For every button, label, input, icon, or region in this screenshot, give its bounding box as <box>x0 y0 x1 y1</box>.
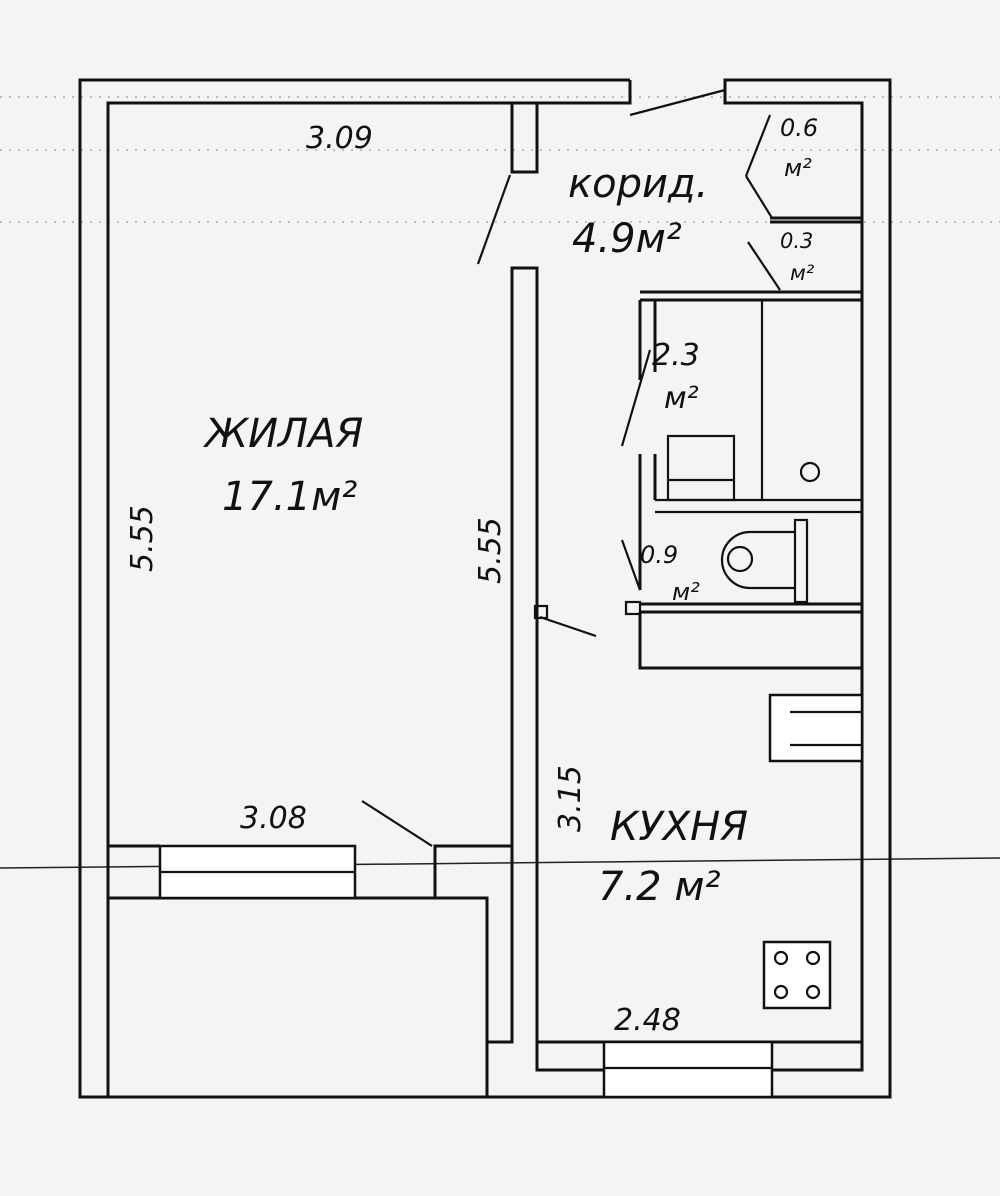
toilet-area-value: 0.9 <box>640 541 678 569</box>
labels: ЖИЛАЯ 17.1м² корид. 4.9м² КУХНЯ 7.2 м² 0… <box>125 114 818 1038</box>
closet-top-area-value: 0.6 <box>780 114 818 142</box>
kitchen-counter <box>768 693 864 763</box>
dim-living-left: 5.55 <box>125 505 160 572</box>
corridor-name: корид. <box>568 161 708 207</box>
bathroom-area-value: 2.3 <box>652 338 700 373</box>
closet-mid-area-unit: м² <box>790 261 815 285</box>
toilet-icon <box>726 545 754 573</box>
dim-living-top: 3.09 <box>306 121 373 156</box>
closet-top-area-unit: м² <box>784 154 812 182</box>
corridor-area: 4.9м² <box>572 216 682 262</box>
kitchen-area: 7.2 м² <box>598 864 721 910</box>
dim-living-bottom: 3.08 <box>240 801 307 836</box>
kitchen-window <box>602 1040 774 1099</box>
dim-kitchen-left: 3.15 <box>553 765 588 832</box>
bathroom-area-unit: м² <box>664 381 699 416</box>
sink-drain-icon <box>799 461 821 483</box>
living-room-area: 17.1м² <box>222 474 357 520</box>
kitchen-name: КУХНЯ <box>610 804 748 850</box>
living-window <box>158 844 357 900</box>
scan-line <box>0 857 1000 869</box>
closet-mid-area-value: 0.3 <box>780 229 813 253</box>
stove-icon <box>762 940 832 1010</box>
bathroom-block <box>624 300 862 670</box>
living-room-name: ЖИЛАЯ <box>202 411 363 457</box>
dim-living-right: 5.55 <box>473 517 508 584</box>
doors <box>361 88 781 847</box>
closets <box>640 216 862 302</box>
toilet-area-unit: м² <box>672 578 700 606</box>
dim-kitchen-bottom: 2.48 <box>614 1003 681 1038</box>
